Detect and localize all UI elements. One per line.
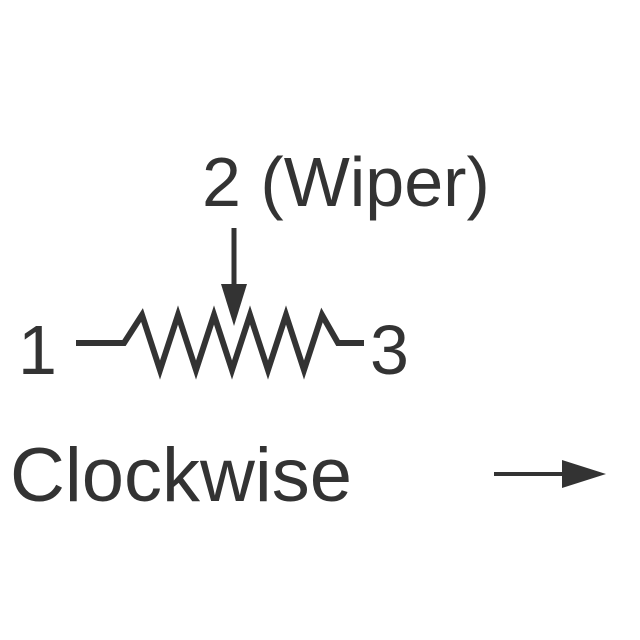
resistor-icon bbox=[76, 305, 364, 380]
wiper-label: 2 (Wiper) bbox=[202, 143, 490, 221]
wiper-arrow-icon bbox=[221, 228, 247, 326]
resistor-zigzag bbox=[76, 305, 364, 380]
right-arrow-icon bbox=[494, 460, 606, 488]
terminal-3-label: 3 bbox=[370, 311, 409, 389]
direction-label: Clockwise bbox=[10, 433, 352, 518]
terminal-1-label: 1 bbox=[18, 311, 57, 389]
